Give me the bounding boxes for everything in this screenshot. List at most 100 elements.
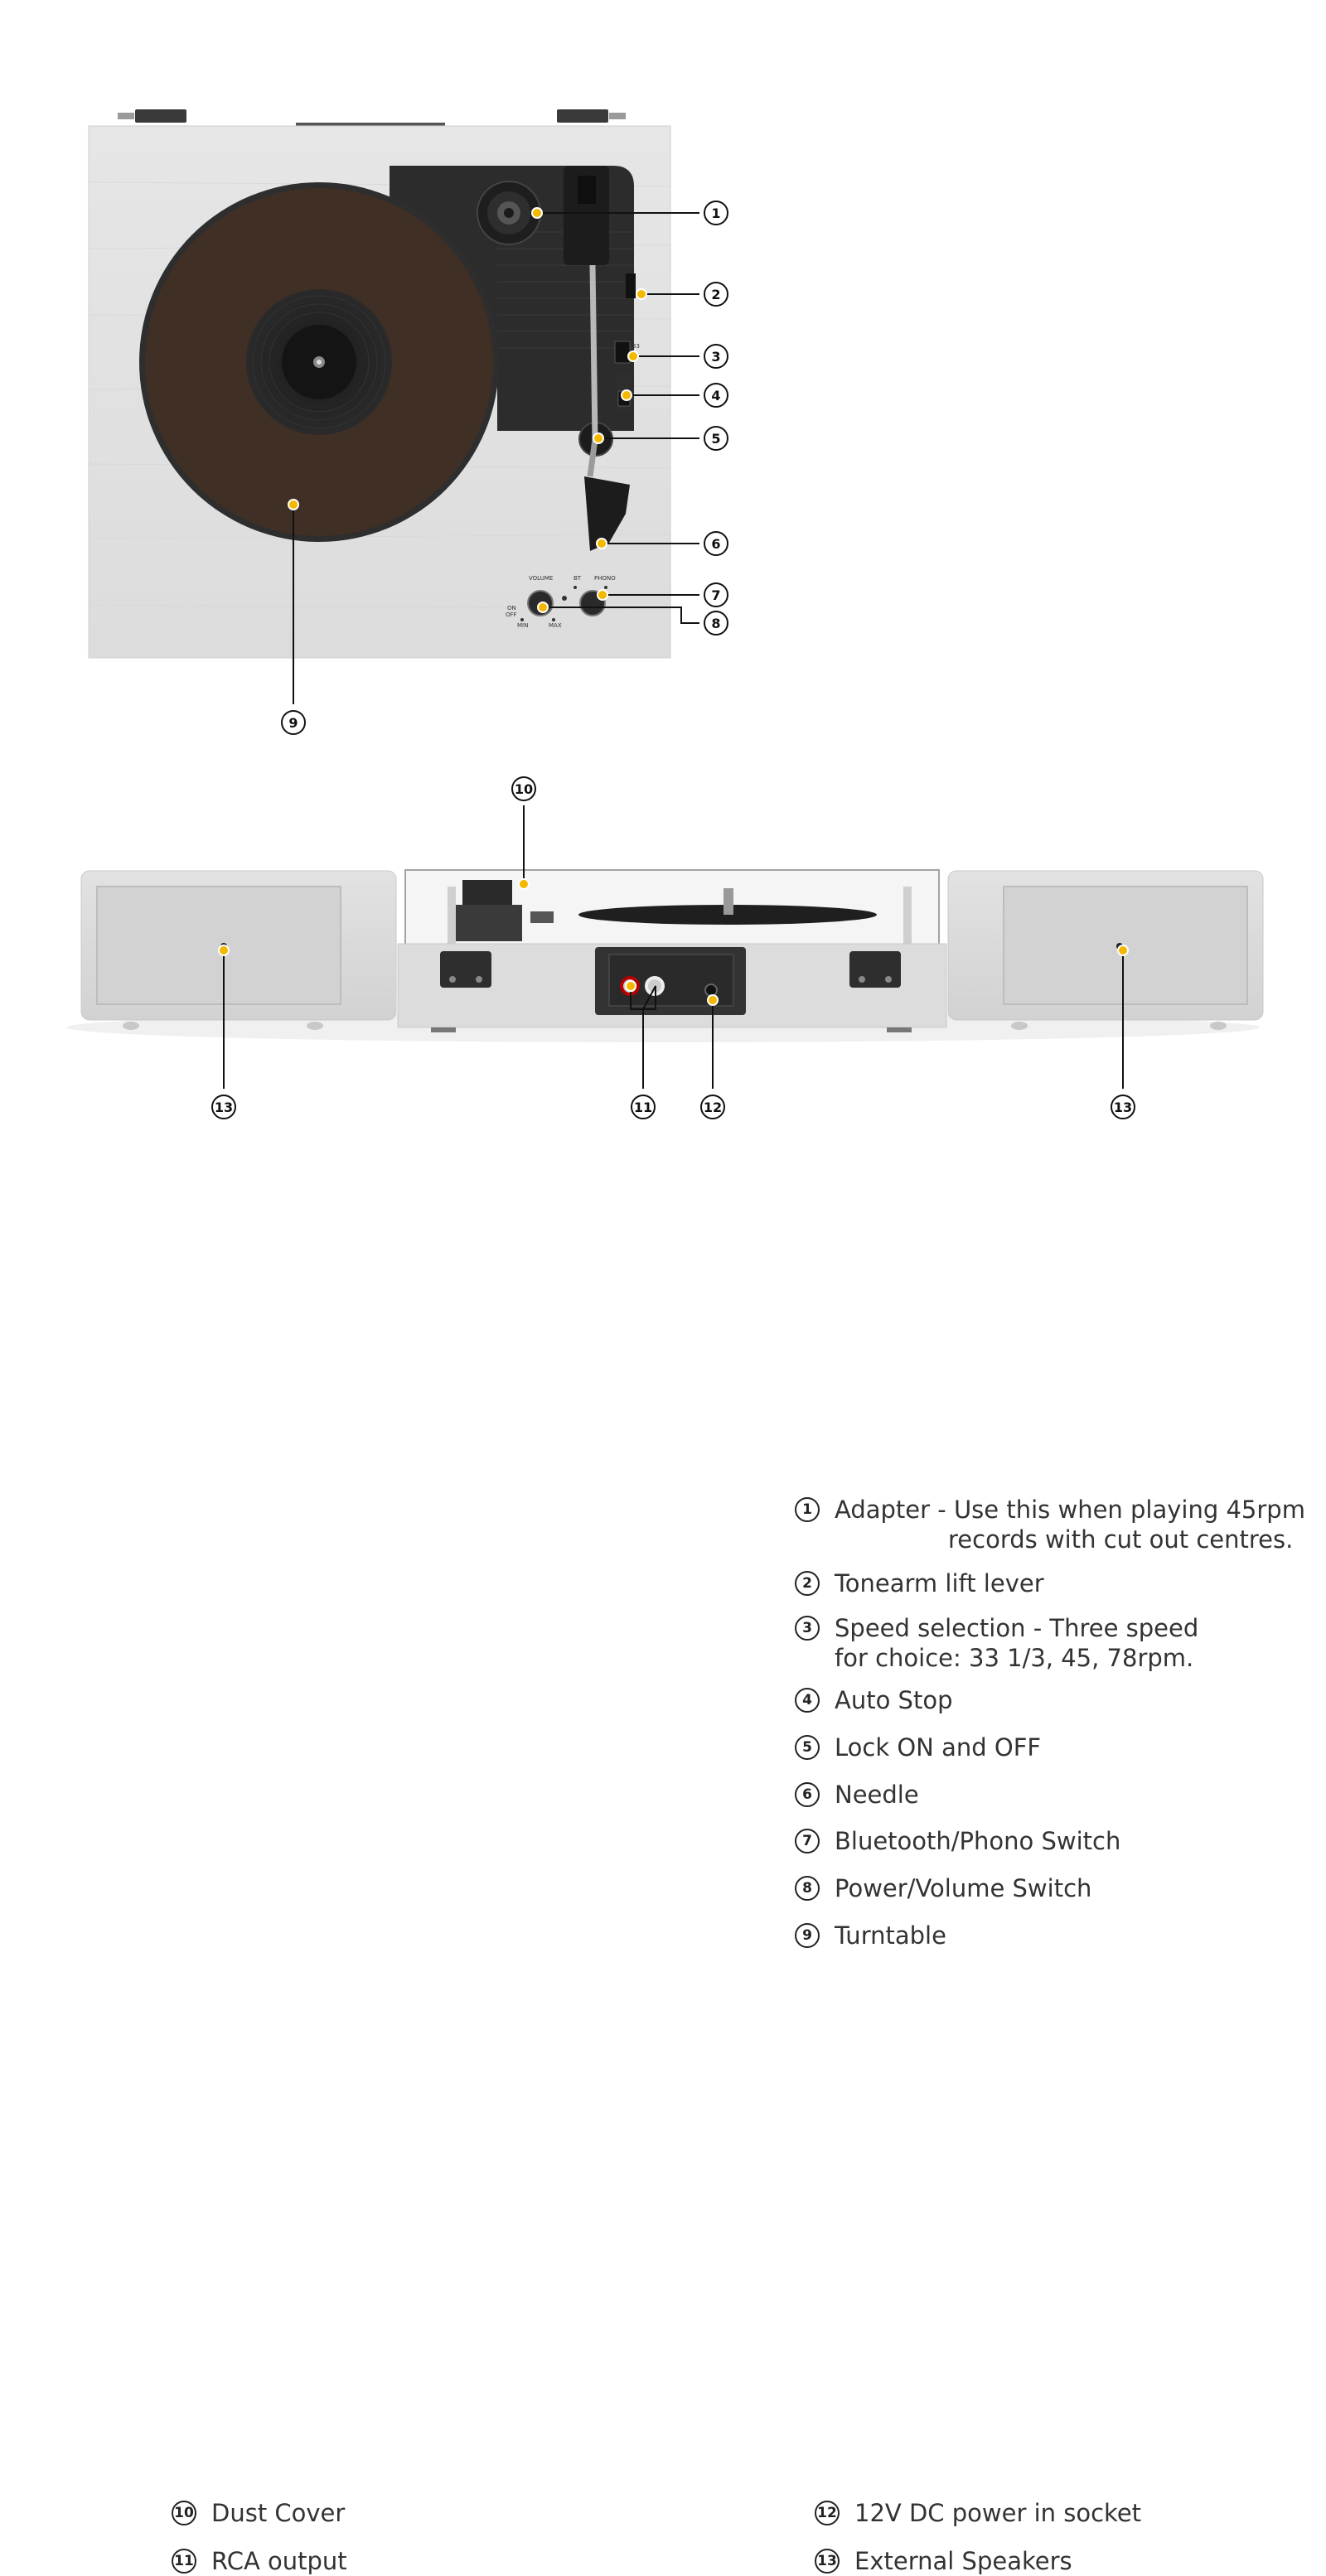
callout-marker-13 — [218, 945, 230, 956]
adapter — [477, 181, 541, 245]
callout-number-2: 2 — [711, 287, 720, 302]
callout-marker-3 — [627, 350, 639, 362]
legend-text-11: RCA output — [211, 2547, 347, 2575]
auto-off-label: – OFF – — [613, 384, 635, 391]
legend-num-12: 12 — [815, 2501, 840, 2525]
turntable-back — [397, 869, 947, 1032]
bt-label: BT — [573, 575, 582, 582]
off-label: OFF — [506, 611, 517, 618]
legend-text-12: 12V DC power in socket — [854, 2499, 1142, 2527]
on-label: ON — [507, 605, 516, 611]
legend-text-2: Tonearm lift lever — [835, 1569, 1044, 1597]
callout-circle-1 — [704, 201, 728, 225]
phono-label: PHONO — [594, 575, 616, 582]
right-speaker — [947, 870, 1264, 1030]
legend-num-5: 5 — [795, 1735, 820, 1760]
callout-number-8: 8 — [711, 616, 720, 631]
speed-label: 33 — [632, 343, 640, 350]
callout-number-9: 9 — [288, 715, 298, 731]
callout-number-4: 4 — [711, 388, 720, 404]
legend-num-13: 13 — [815, 2549, 840, 2574]
callout-marker-6 — [596, 538, 607, 549]
legend-line-1b: records with cut out centres. — [948, 1525, 1294, 1554]
callout-circle-4 — [704, 383, 728, 408]
callout-number-12: 12 — [704, 1100, 722, 1115]
legend-text-4: Auto Stop — [835, 1686, 953, 1714]
callout-circle-3 — [704, 344, 728, 369]
top-view: 33 AUTO STOP – OFF – – ON – VOLUME BT PH… — [88, 109, 671, 659]
callout-circle-5 — [704, 426, 728, 451]
right-hinge — [557, 109, 608, 123]
legend-text-7: Bluetooth/Phono Switch — [835, 1827, 1121, 1855]
legend-num-2: 2 — [795, 1571, 820, 1596]
callout-circle-10 — [511, 776, 536, 801]
legend-num-3: 3 — [795, 1616, 820, 1641]
legend-text-10: Dust Cover — [211, 2499, 346, 2527]
stop-label: STOP — [616, 378, 631, 384]
callout-circle-11 — [631, 1095, 656, 1119]
legend-text-13: External Speakers — [854, 2547, 1072, 2575]
legend-text-1: Adapter - Use this when playing 45rpm re… — [835, 1495, 1305, 1554]
legend-text-3: Speed selection - Three speed for choice… — [835, 1613, 1198, 1673]
max-label: MAX — [549, 622, 562, 629]
speed-switch: 33 — [614, 341, 640, 364]
volume-label: VOLUME — [529, 575, 553, 582]
callout-number-13: 13 — [215, 1100, 233, 1115]
legend-num-10: 10 — [172, 2501, 196, 2525]
legend-line-1a: Adapter - Use this when playing 45rpm — [835, 1496, 1305, 1524]
callout-marker-2 — [636, 288, 647, 300]
legend-num-9: 9 — [795, 1923, 820, 1948]
legend-text-5: Lock ON and OFF — [835, 1733, 1042, 1762]
left-hinge — [135, 109, 186, 123]
callout-circle-13 — [211, 1095, 236, 1119]
callout-number-1: 1 — [711, 205, 720, 221]
callout-circle-6 — [704, 531, 728, 556]
callout-marker-5 — [593, 433, 604, 444]
callout-number-10: 10 — [515, 781, 533, 797]
legend-line-3a: Speed selection - Three speed — [835, 1614, 1199, 1642]
callout-number-5: 5 — [711, 431, 720, 447]
legend-line-3b: for choice: 33 1/3, 45, 78rpm. — [835, 1644, 1194, 1672]
callout-circle-12 — [700, 1095, 725, 1119]
callout-number-3: 3 — [711, 349, 720, 365]
callout-marker-1 — [531, 207, 543, 219]
callout-circle-9 — [281, 710, 306, 735]
callout-number-11: 11 — [634, 1100, 652, 1115]
callout-line-8 — [543, 607, 699, 624]
callout-circle-13-right — [1111, 1095, 1135, 1119]
auto-on-label: – ON – — [614, 406, 633, 413]
left-speaker — [80, 870, 397, 1030]
legend-text-8: Power/Volume Switch — [835, 1874, 1092, 1902]
callout-marker-9 — [288, 499, 299, 510]
callout-marker-13-right — [1117, 945, 1129, 956]
callout-circle-7 — [704, 582, 728, 607]
legend-num-1: 1 — [795, 1497, 820, 1522]
callout-marker-4 — [621, 389, 632, 401]
callout-number-13-right: 13 — [1114, 1100, 1132, 1115]
dc-socket — [704, 984, 718, 997]
turntable-diagram: 33 AUTO STOP – OFF – – ON – VOLUME BT PH… — [66, 109, 1264, 1119]
legend-text-9: Turntable — [835, 1921, 946, 1950]
legend-num-11: 11 — [172, 2549, 196, 2574]
callout-marker-12 — [707, 994, 719, 1006]
callout-marker-7 — [597, 589, 608, 601]
callout-number-6: 6 — [711, 536, 720, 552]
legend-num-6: 6 — [795, 1782, 820, 1807]
callout-marker-8 — [537, 602, 549, 613]
auto-label: AUTO — [616, 372, 632, 379]
back-view — [66, 869, 1264, 1042]
legend-num-7: 7 — [795, 1829, 820, 1853]
diagram-stage: 33 AUTO STOP – OFF – – ON – VOLUME BT PH… — [66, 109, 1305, 2575]
callout-circle-2 — [704, 282, 728, 307]
min-label: MIN — [517, 622, 528, 629]
callout-marker-11 — [625, 980, 636, 992]
legend-text-6: Needle — [835, 1781, 919, 1809]
callout-marker-10 — [518, 878, 530, 890]
callout-number-7: 7 — [711, 587, 720, 603]
legend-num-4: 4 — [795, 1688, 820, 1713]
callout-circle-8 — [704, 611, 728, 636]
legend-num-8: 8 — [795, 1876, 820, 1901]
tonearm — [564, 166, 636, 551]
callout-line-11 — [630, 985, 656, 1089]
